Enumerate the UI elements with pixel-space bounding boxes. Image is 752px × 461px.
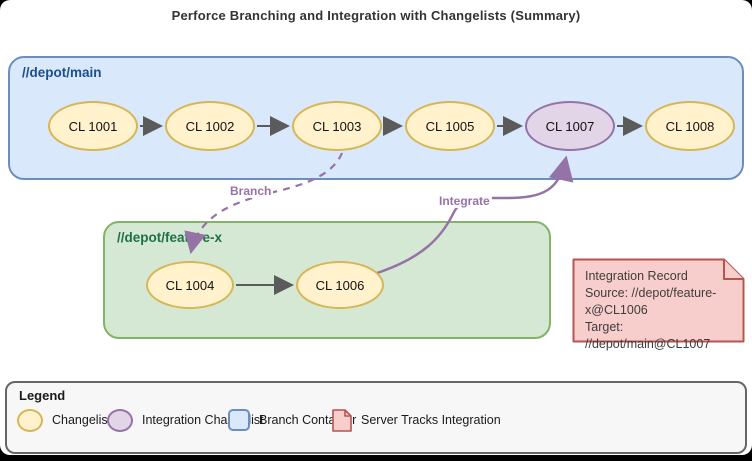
node-cl1003-label: CL 1003 [312,118,362,134]
legend-item-server-tracks-integration-label: Server Tracks Integration [361,413,501,427]
note-line-1: Integration Record [585,269,688,283]
node-cl1007-integration: CL 1007 [525,101,615,151]
node-cl1002: CL 1002 [165,101,255,151]
edge-label-integrate: Integrate [437,194,492,208]
note-line-3: x@CL1006 [585,303,648,317]
note-outline [572,258,745,343]
changelist-swatch-icon [17,408,43,432]
node-cl1003: CL 1003 [292,101,382,151]
node-cl1002-label: CL 1002 [185,118,235,134]
node-cl1004-label: CL 1004 [165,277,215,293]
legend-item-server-tracks-integration: Server Tracks Integration [332,408,501,432]
node-cl1005-label: CL 1005 [425,118,475,134]
branch-label-feature-x: //depot/feature-x [117,230,223,245]
integration-record-note [572,258,745,343]
edge-label-branch: Branch [228,184,274,198]
node-cl1006-label: CL 1006 [315,277,365,293]
note-line-2: Source: //depot/feature- [585,286,717,300]
diagram-title: Perforce Branching and Integration with … [171,8,581,23]
node-cl1004: CL 1004 [146,261,234,309]
node-cl1007-label: CL 1007 [545,118,595,134]
note-swatch-icon [332,408,352,432]
note-line-4: Target: //depot/main@CL1007 [585,320,711,351]
legend-item-branch-container: Branch Container [228,408,356,432]
node-cl1008: CL 1008 [645,101,735,151]
node-cl1001: CL 1001 [48,101,138,151]
legend-item-branch-container-label: Branch Container [259,413,357,427]
node-cl1006: CL 1006 [296,261,384,309]
legend-panel: Legend Changelist Integration Changelist… [5,381,747,454]
legend-title: Legend [19,388,66,403]
legend-item-changelist-label: Changelist [52,413,112,427]
node-cl1001-label: CL 1001 [68,118,118,134]
legend-item-changelist: Changelist [17,408,111,432]
branch-container-swatch-icon [228,409,250,431]
note-fold-corner [723,259,744,280]
integration-changelist-swatch-icon [107,408,133,432]
node-cl1005: CL 1005 [405,101,495,151]
integration-record-text: Integration Record Source: //depot/featu… [585,268,737,353]
node-cl1008-label: CL 1008 [665,118,715,134]
branch-label-main: //depot/main [22,65,102,80]
